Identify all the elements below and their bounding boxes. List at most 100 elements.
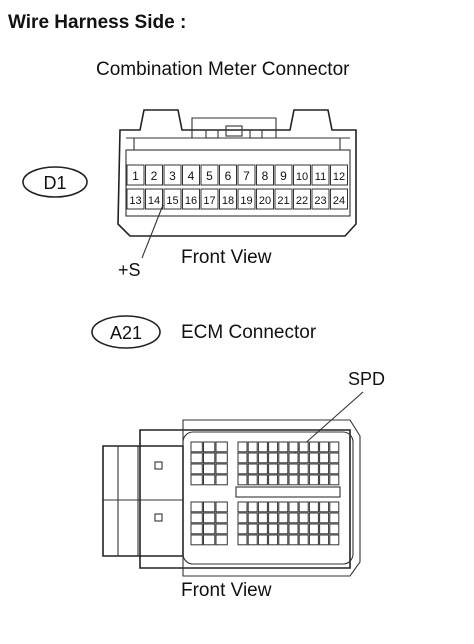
pin-number: 9 <box>280 169 287 183</box>
ecm-pin-cavity <box>308 441 319 453</box>
ecm-pin-cavity <box>237 474 248 486</box>
ecm-pin-cavity <box>268 441 279 453</box>
ecm-pin-cavity <box>308 452 319 464</box>
combination-meter-connector-title: Combination Meter Connector <box>96 59 350 80</box>
ecm-pin-cavity <box>190 474 203 486</box>
pin-cell <box>200 164 219 186</box>
ecm-pin-cavity <box>298 534 309 546</box>
ecm-pin-cavity <box>268 501 279 513</box>
ecm-pin-cavity <box>203 501 216 513</box>
ecm-pin-cavity <box>203 463 216 475</box>
pin-cell <box>145 164 163 186</box>
ecm-pin-cavity <box>319 463 330 475</box>
ecm-pin-cavity <box>215 534 228 546</box>
connector-d1-id-oval <box>22 166 88 198</box>
ecm-pin-cavity <box>247 512 258 524</box>
ecm-right-pin-block-top <box>237 441 340 486</box>
pin-cell <box>256 164 274 186</box>
ecm-pin-cavity <box>237 441 248 453</box>
pin-cell <box>293 188 311 210</box>
pin-cell <box>163 188 182 210</box>
ecm-pin-cavity <box>308 534 319 546</box>
ecm-pin-cavity <box>319 441 330 453</box>
pin-cell <box>163 164 182 186</box>
ecm-pin-cavity <box>268 452 279 464</box>
ecm-pin-cavity <box>247 534 258 546</box>
ecm-pin-cavity <box>288 474 299 486</box>
pin-cell <box>330 188 348 210</box>
ecm-pin-cavity <box>298 523 309 535</box>
pin-cell <box>311 188 330 210</box>
pin-number: 10 <box>296 171 308 183</box>
ecm-pin-cavity <box>308 474 319 486</box>
pin-cell <box>330 164 348 186</box>
ecm-pin-cavity <box>319 512 330 524</box>
ecm-pin-cavity <box>329 452 340 464</box>
pin-cell <box>126 164 145 186</box>
ecm-pin-cavity <box>278 452 289 464</box>
pin-number: 15 <box>166 195 178 207</box>
connector-a21-id-oval <box>91 315 161 349</box>
ecm-pin-cavity <box>278 512 289 524</box>
ecm-pin-cavity <box>215 463 228 475</box>
pin-number: 13 <box>129 195 141 207</box>
ecm-pin-cavity <box>319 452 330 464</box>
ecm-connector-title: ECM Connector <box>181 322 317 343</box>
pin-number: 3 <box>169 169 176 183</box>
pin-cell <box>293 164 311 186</box>
ecm-left-pin-block-top <box>190 441 228 486</box>
ecm-pin-cavity <box>247 452 258 464</box>
pin-cell <box>219 188 237 210</box>
pin-number: 17 <box>203 195 215 207</box>
ecm-pin-cavity <box>215 501 228 513</box>
ecm-pin-cavity <box>288 534 299 546</box>
ecm-pin-cavity <box>190 441 203 453</box>
pin-number: 19 <box>240 195 252 207</box>
ecm-pin-cavity <box>288 463 299 475</box>
pin-cell <box>200 188 219 210</box>
ecm-connector <box>102 419 361 577</box>
ecm-pin-cavity <box>319 501 330 513</box>
ecm-pin-cavity <box>329 512 340 524</box>
ecm-pin-cavity <box>298 512 309 524</box>
ecm-pin-cavity <box>329 474 340 486</box>
pin-number: 14 <box>148 195 160 207</box>
ecm-pin-cavity <box>308 512 319 524</box>
ecm-pin-cavity <box>237 452 248 464</box>
ecm-pin-cavity <box>329 534 340 546</box>
pin-cell <box>219 164 237 186</box>
ecm-pin-cavity <box>268 512 279 524</box>
pin-number: 6 <box>225 169 232 183</box>
ecm-pin-cavity <box>298 441 309 453</box>
ecm-pin-cavity <box>203 452 216 464</box>
ecm-pin-cavity <box>298 452 309 464</box>
ecm-pin-cavity <box>215 523 228 535</box>
connector1-view-label: Front View <box>181 247 272 268</box>
ecm-pin-cavity <box>247 501 258 513</box>
pin-cell <box>237 188 256 210</box>
ecm-pin-cavity <box>257 452 268 464</box>
ecm-pin-cavity <box>329 501 340 513</box>
pin-number: 18 <box>222 195 234 207</box>
pin-number: 11 <box>315 171 326 183</box>
ecm-pin-cavity <box>257 534 268 546</box>
ecm-pin-cavity <box>308 463 319 475</box>
ecm-pin-cavity <box>278 441 289 453</box>
connector-d1-id-label: D1 <box>43 173 66 193</box>
connector2-view-label: Front View <box>181 580 272 601</box>
ecm-pin-cavity <box>190 512 203 524</box>
pin-number: 8 <box>262 169 269 183</box>
pin-number: 7 <box>243 169 250 183</box>
pin-callout-spd: SPD <box>348 369 385 389</box>
ecm-pin-cavity <box>288 512 299 524</box>
ecm-pin-cavity <box>237 463 248 475</box>
pin-number: 4 <box>188 169 195 183</box>
ecm-pin-cavity <box>308 501 319 513</box>
ecm-pin-cavity <box>278 534 289 546</box>
ecm-pin-cavity <box>319 474 330 486</box>
ecm-pin-cavity <box>215 452 228 464</box>
ecm-pin-cavity <box>329 523 340 535</box>
